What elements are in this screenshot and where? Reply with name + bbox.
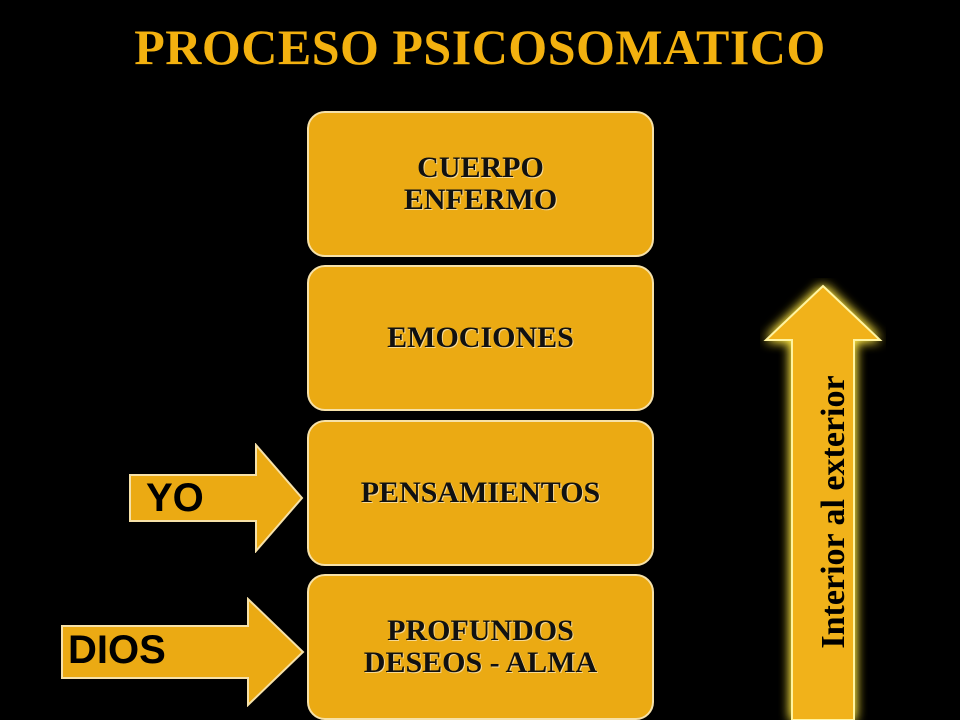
yo-arrow: YO: [128, 443, 304, 553]
yo-label: YO: [146, 476, 204, 520]
up-arrow-icon: [763, 284, 883, 720]
box-label: PENSAMIENTOS: [360, 476, 601, 509]
page-title: PROCESO PSICOSOMATICO: [134, 19, 826, 75]
up-arrow: [760, 278, 886, 720]
box-cuerpo-enfermo: CUERPO ENFERMO: [307, 111, 654, 257]
box-label: PROFUNDOS DESEOS - ALMA: [363, 614, 598, 679]
right-arrow-icon: [129, 443, 304, 553]
box-profundos-deseos: PROFUNDOS DESEOS - ALMA: [307, 574, 654, 720]
right-arrow-icon: [61, 597, 305, 707]
dios-label: DIOS: [68, 628, 166, 672]
box-emociones: EMOCIONES: [307, 265, 654, 411]
up-arrow-label: Interior al exterior: [815, 375, 852, 649]
dios-arrow: DIOS: [60, 597, 305, 707]
box-label: EMOCIONES: [387, 321, 574, 354]
box-pensamientos: PENSAMIENTOS: [307, 420, 654, 566]
box-label: CUERPO ENFERMO: [403, 151, 558, 216]
